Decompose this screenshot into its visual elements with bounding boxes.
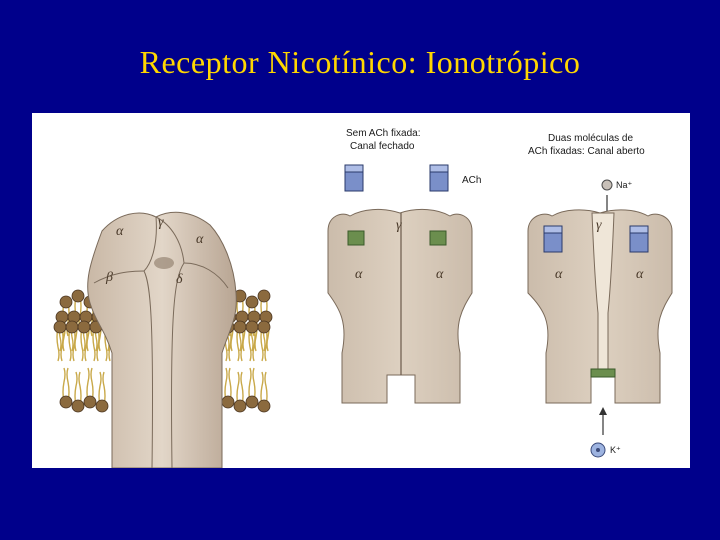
closed-label-alpha-2: α <box>436 267 444 282</box>
ach-molecule-bound-2 <box>629 225 649 253</box>
lipid-head-bottom <box>83 367 97 409</box>
sodium-ion <box>601 179 613 191</box>
slide-title: Receptor Nicotínico: Ionotrópico <box>139 44 581 80</box>
open-label-alpha-2: α <box>636 267 644 282</box>
receptor-3d: α γ α β δ <box>53 211 273 468</box>
sodium-ion-label: Na⁺ <box>616 180 633 190</box>
closed-channel-body <box>327 208 473 404</box>
closed-caption-line2: Canal fechado <box>350 141 415 152</box>
open-label-gamma: γ <box>596 218 602 233</box>
lipid-head-bottom <box>95 371 109 413</box>
lipid-head-top <box>233 320 247 362</box>
ach-molecule-free-2 <box>429 164 449 192</box>
closed-channel: Sem ACh fixada: Canal fechado ACh γ α α <box>327 128 481 404</box>
potassium-ion-label: K⁺ <box>610 445 621 455</box>
ach-label: ACh <box>462 175 481 186</box>
lipid-head-top <box>65 320 79 362</box>
subunit-label-beta: β <box>105 270 113 285</box>
binding-site-1 <box>347 230 365 246</box>
lipid-head-bottom <box>221 367 235 409</box>
ach-molecule-free-1 <box>344 164 364 192</box>
lipid-head-top <box>53 320 67 362</box>
subunit-label-alpha-2: α <box>196 232 204 247</box>
open-caption-line2: ACh fixadas: Canal aberto <box>528 146 645 157</box>
closed-caption-line1: Sem ACh fixada: <box>346 128 420 139</box>
lipid-head-bottom <box>71 371 85 413</box>
lipid-head-bottom <box>59 367 73 409</box>
lipid-head-bottom <box>245 367 259 409</box>
subunit-label-alpha-1: α <box>116 224 124 239</box>
subunit-label-gamma: γ <box>158 215 164 230</box>
open-caption-line1: Duas moléculas de <box>548 133 633 144</box>
lipid-head-bottom <box>257 371 271 413</box>
ach-molecule-bound-1 <box>543 225 563 253</box>
lipid-head-top <box>257 320 271 362</box>
open-channel: Duas moléculas de ACh fixadas: Canal abe… <box>527 133 673 458</box>
subunit-label-delta: δ <box>176 272 183 287</box>
lipid-head-bottom <box>233 371 247 413</box>
receptor-figure: α γ α β δ Sem ACh fixada: Canal fechado … <box>32 113 690 468</box>
closed-label-gamma: γ <box>396 218 402 233</box>
open-label-alpha-1: α <box>555 267 563 282</box>
receptor-body <box>87 211 237 468</box>
lipid-head-top <box>245 320 259 362</box>
lipid-head-top <box>77 320 91 362</box>
receptor-diagram: α γ α β δ Sem ACh fixada: Canal fechado … <box>53 128 673 468</box>
binding-site-2 <box>429 230 447 246</box>
closed-label-alpha-1: α <box>355 267 363 282</box>
